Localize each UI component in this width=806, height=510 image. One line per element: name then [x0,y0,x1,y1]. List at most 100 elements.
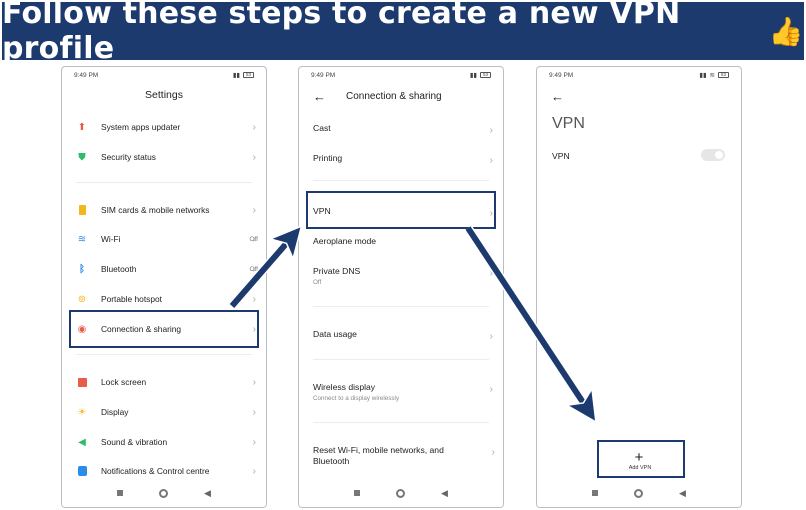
connection-icon: ◉ [77,323,87,335]
divider [313,306,489,307]
settings-item-label: Display [101,407,129,417]
title-banner: Follow these steps to create a new VPN p… [2,0,804,66]
page-title: VPN [552,115,585,132]
hotspot-icon: ⊚ [77,293,87,305]
settings-item-label: SIM cards & mobile networks [101,205,210,215]
speaker-icon: ◀ [78,436,86,448]
highlight-connection-sharing [69,310,259,348]
phone-connection-sharing: 9:49 PM ▮▮53 ← Connection & sharing Cast… [298,66,504,508]
settings-item-label: Wi-Fi [101,234,121,244]
settings-item-label: System apps updater [101,122,181,132]
sim-card-icon [76,204,88,216]
divider [313,180,489,181]
chevron-right-icon: › [252,204,256,216]
settings-item-system-apps-updater[interactable]: ⬆ System apps updater › [62,113,266,141]
sun-icon: ☀ [77,406,87,418]
settings-item-display[interactable]: ☀ Display › [62,398,266,426]
shield-check-icon: ⛊ [78,151,86,163]
chevron-right-icon: › [252,376,256,388]
arrow-step1-to-step2 [228,237,292,309]
chevron-right-icon: › [489,155,493,166]
settings-item-sound-vibration[interactable]: ◀ Sound & vibration › [62,428,266,456]
list-item-data-usage[interactable]: Data usage › [299,329,503,342]
home-button[interactable] [159,488,169,498]
chevron-right-icon: › [252,121,256,133]
list-item-reset-network[interactable]: Reset Wi-Fi, mobile networks, and Blueto… [299,445,495,467]
vpn-toggle[interactable] [701,149,725,161]
settings-item-connection-sharing[interactable]: ◉ Connection & sharing › [62,315,266,343]
status-bar: 9:49 PM ▮▮53 [299,67,503,83]
back-button[interactable]: ◀ [679,487,686,498]
plus-icon: + [634,449,644,466]
settings-item-notifications[interactable]: Notifications & Control centre › [62,457,266,485]
thumbs-up-icon: 👍 [768,14,804,48]
page-header: ← [537,83,741,109]
wifi-icon: ≋ [709,72,715,79]
status-time: 9:49 PM [74,71,99,79]
settings-item-label: Notifications & Control centre [101,466,210,476]
chevron-right-icon: › [491,447,495,458]
wifi-icon: ≋ [77,233,87,245]
settings-item-label: Bluetooth [101,264,137,274]
chevron-right-icon: › [252,151,256,163]
list-item-label: Aeroplane mode [313,236,377,246]
chevron-right-icon: › [252,406,256,418]
nav-bar: ◀ [537,479,741,507]
settings-item-security-status[interactable]: ⛊ Security status › [62,143,266,171]
settings-item-lock-screen[interactable]: Lock screen › [62,368,266,396]
phone-settings: 9:49 PM ▮▮53 Settings ⬆ System apps upda… [61,66,267,508]
add-vpn-button[interactable] [597,440,685,478]
recents-button[interactable] [592,490,599,496]
lock-icon [76,376,88,388]
back-button[interactable]: ◀ [441,487,448,498]
status-time: 9:49 PM [311,71,336,79]
chevron-right-icon: › [489,384,493,395]
battery-icon: 53 [718,72,729,78]
arrow-up-icon: ⬆ [77,121,87,133]
list-item-label: Data usage [313,329,357,339]
settings-item-bluetooth[interactable]: ᛒ Bluetooth Off › [62,255,266,283]
list-item-cast[interactable]: Cast › [299,123,503,136]
back-arrow-icon[interactable]: ← [551,88,564,104]
home-button[interactable] [396,488,406,498]
list-item-private-dns[interactable]: Private DNS Off › [299,266,503,286]
highlight-vpn [306,191,496,229]
signal-icon: ▮▮ [232,72,240,79]
bluetooth-icon: ᛒ [79,263,85,275]
list-item-wireless-display[interactable]: Wireless display Connect to a display wi… [299,382,503,402]
settings-item-label: Sound & vibration [101,437,168,447]
settings-item-portable-hotspot[interactable]: ⊚ Portable hotspot › [62,285,266,313]
settings-item-label: Connection & sharing [101,324,182,334]
settings-item-sim-cards[interactable]: SIM cards & mobile networks › [62,196,266,224]
chevron-right-icon: › [252,233,256,245]
recents-button[interactable] [354,490,361,496]
list-item-vpn[interactable]: VPN › [299,206,503,219]
home-button[interactable] [634,488,644,498]
phone-vpn: 9:49 PM ▮▮≋53 ← VPN VPN + Add VPN ◀ [536,66,742,508]
back-arrow-icon[interactable]: ← [313,88,326,104]
list-item-label: Cast [313,123,331,133]
notification-icon [76,465,88,477]
chevron-right-icon: › [252,436,256,448]
status-bar: 9:49 PM ▮▮≋53 [537,67,741,83]
signal-icon: ▮▮ [699,72,707,79]
list-item-printing[interactable]: Printing › [299,153,503,166]
chevron-right-icon: › [252,323,256,335]
divider [313,422,489,423]
chevron-right-icon: › [489,208,493,219]
recents-button[interactable] [117,490,124,496]
chevron-right-icon: › [489,331,493,342]
list-item-sub: Connect to a display wirelessly [313,395,400,402]
chevron-right-icon: › [489,268,493,279]
settings-item-wifi[interactable]: ≋ Wi-Fi Off › [62,225,266,253]
page-title: Settings [145,89,183,101]
back-button[interactable]: ◀ [204,487,211,498]
divider [313,359,489,360]
list-item-label: Private DNS [313,266,361,276]
list-item-aeroplane-mode[interactable]: Aeroplane mode [299,236,503,246]
divider [76,182,252,183]
chevron-right-icon: › [252,293,256,305]
status-bar: 9:49 PM ▮▮53 [62,67,266,83]
nav-bar: ◀ [299,479,503,507]
